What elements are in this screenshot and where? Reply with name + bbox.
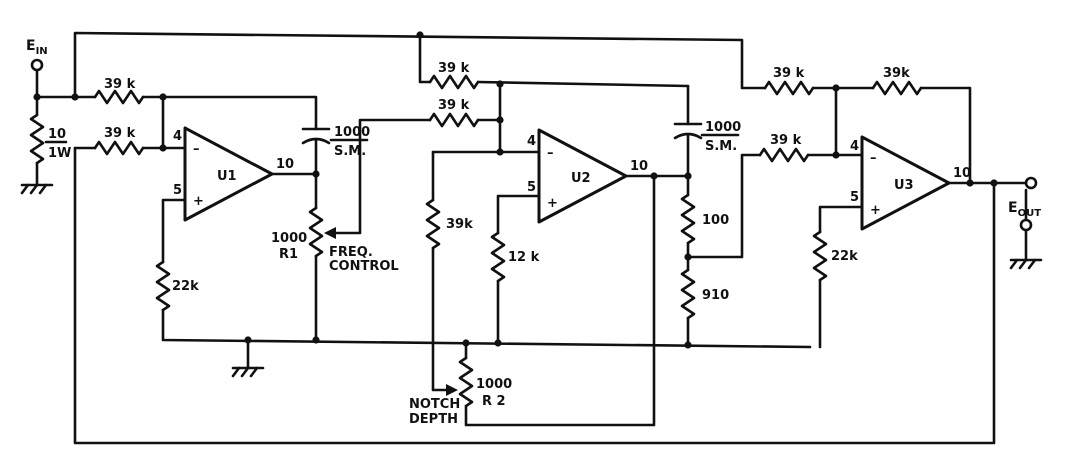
- u3-pin-5-label: 5: [850, 190, 859, 205]
- u2-pin-4-label: 4: [527, 134, 536, 149]
- resistor-39k-u3-input: [758, 147, 810, 163]
- label-39k-wiper-u2: 39 k: [438, 98, 470, 113]
- u1-pin-4-label: 4: [173, 129, 182, 144]
- u3-label: U3: [894, 178, 914, 193]
- label-22k-u1: 22k: [172, 279, 199, 294]
- c2-type-label: S.M.: [705, 139, 737, 154]
- e-out-label: EOUT: [1008, 200, 1041, 219]
- resistor-39k-u2-left: [425, 198, 441, 250]
- c1-value-label: 1000: [334, 125, 370, 140]
- label-39k-u3-input: 39 k: [770, 133, 802, 148]
- resistor-910: [680, 268, 696, 320]
- label-1w: 1W: [48, 146, 71, 161]
- label-39k-u2-left: 39k: [446, 217, 473, 232]
- u3-plus-sign: +: [870, 203, 881, 218]
- label-12k-u2: 12 k: [508, 250, 540, 265]
- u2-pin-10-label: 10: [630, 159, 648, 174]
- junction-dots: [33, 31, 998, 349]
- u1-minus-sign: –: [193, 142, 200, 157]
- label-39k-input-top: 39 k: [104, 77, 136, 92]
- op-amp-u1: [183, 126, 274, 222]
- input-terminal: [30, 58, 44, 72]
- ground-symbol-input: [20, 183, 54, 195]
- e-out-main: E: [1008, 200, 1018, 216]
- r2-name-label: R 2: [482, 394, 506, 409]
- label-39k-u3-top-left: 39 k: [773, 66, 805, 81]
- r1-freq-label: FREQ.: [329, 245, 373, 260]
- label-22k-u3: 22k: [831, 249, 858, 264]
- label-910: 910: [702, 288, 729, 303]
- u1-pin-5-label: 5: [173, 183, 182, 198]
- label-39k-input-bottom: 39 k: [104, 126, 136, 141]
- r1-name-label: R1: [279, 247, 298, 262]
- u2-plus-sign: +: [547, 196, 558, 211]
- c2-value-label: 1000: [705, 120, 741, 135]
- e-in-main: E: [26, 38, 36, 54]
- r1-control-label: CONTROL: [329, 259, 399, 274]
- resistor-39k-input-bottom: [93, 140, 145, 156]
- e-out-subscript: OUT: [1018, 208, 1042, 219]
- output-ground-terminal: [1019, 218, 1033, 232]
- u3-pin-4-label: 4: [850, 139, 859, 154]
- u3-minus-sign: –: [870, 151, 877, 166]
- c1-type-label: S.M.: [334, 144, 366, 159]
- r2-notch-label: NOTCH: [409, 397, 460, 412]
- op-amp-u2: [537, 128, 628, 224]
- op-amp-u3: [860, 135, 951, 231]
- u2-pin-5-label: 5: [527, 180, 536, 195]
- ground-symbol-output: [1009, 258, 1043, 270]
- resistor-39k-u3-top-left: [763, 80, 815, 96]
- label-39k-u3-top-right: 39k: [883, 66, 910, 81]
- resistor-10-ohm-shunt: [29, 113, 45, 165]
- u1-plus-sign: +: [193, 194, 204, 209]
- potentiometer-r2-notch-depth: [446, 356, 474, 408]
- wiring: [35, 31, 1028, 445]
- resistor-100: [680, 193, 696, 245]
- resistor-39k-input-top: [73, 89, 165, 105]
- resistor-39k-top-u2: [428, 74, 480, 90]
- r2-value-label: 1000: [476, 377, 512, 392]
- e-in-subscript: IN: [36, 46, 48, 57]
- e-in-label: EIN: [26, 38, 48, 57]
- label-10-ohm: 10: [48, 127, 66, 142]
- resistor-39k-wiper-u2: [428, 112, 480, 128]
- r1-value-label: 1000: [271, 231, 307, 246]
- u1-label: U1: [217, 169, 237, 184]
- output-terminal: [1024, 176, 1038, 190]
- resistor-12k-u2: [490, 231, 506, 283]
- ground-symbol-common: [231, 366, 265, 378]
- resistor-39k-u3-top-right: [871, 80, 923, 96]
- u1-pin-10-label: 10: [276, 157, 294, 172]
- resistor-22k-u1: [155, 260, 171, 312]
- label-39k-top-u2: 39 k: [438, 61, 470, 76]
- u2-minus-sign: –: [547, 146, 554, 161]
- potentiometer-r1-freq-control: [308, 118, 432, 258]
- u3-pin-10-label: 10: [953, 166, 971, 181]
- label-100: 100: [702, 213, 729, 228]
- resistor-22k-u3: [812, 230, 828, 282]
- u2-label: U2: [571, 171, 591, 186]
- r2-depth-label: DEPTH: [409, 412, 458, 427]
